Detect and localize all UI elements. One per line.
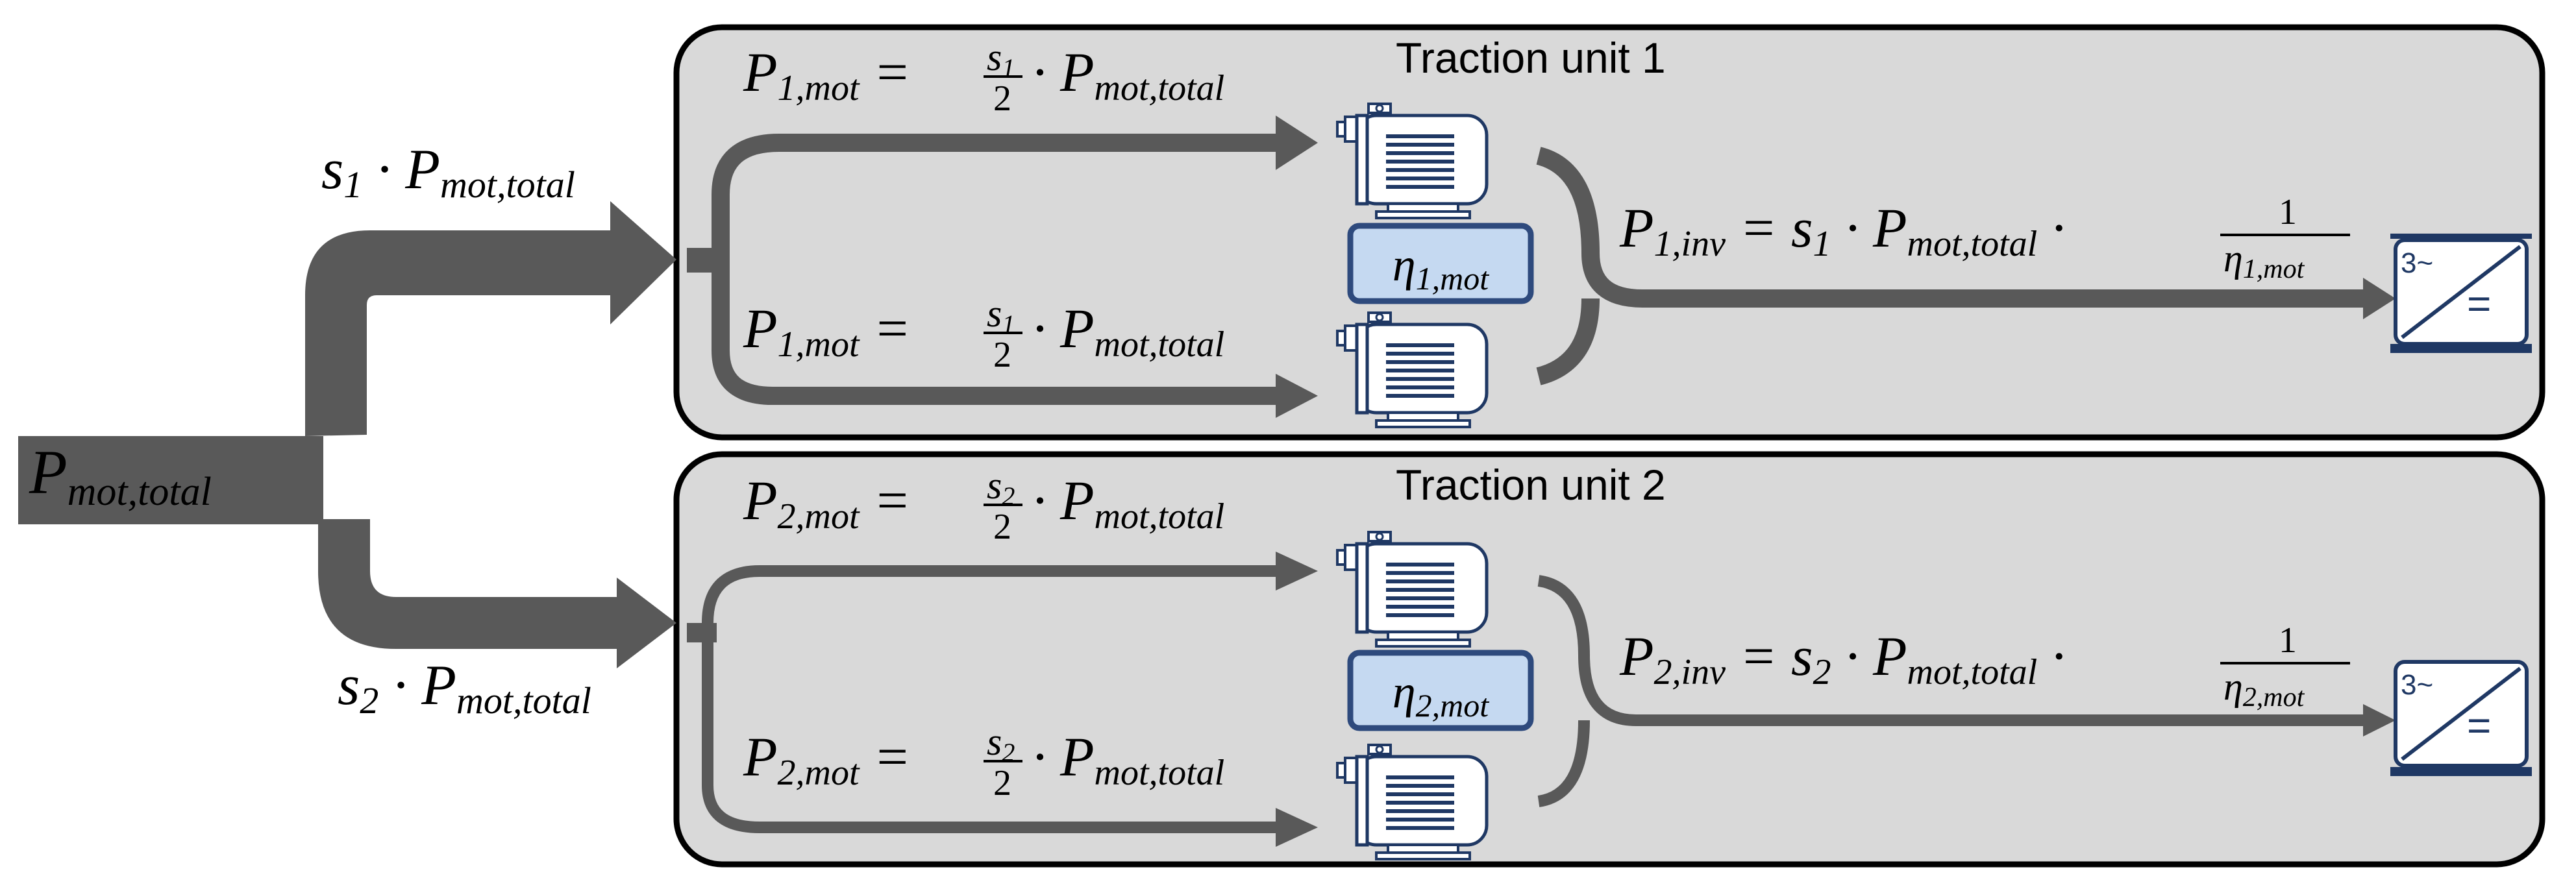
svg-text:s1: s1 bbox=[987, 292, 1015, 339]
svg-text:=: = bbox=[2467, 702, 2491, 749]
unit-1-upper-arrow bbox=[1276, 116, 1318, 170]
inverter-unit-2-icon: 3~ = bbox=[2390, 660, 2532, 776]
efficiency-box-unit-2: η2,mot bbox=[1347, 650, 1534, 731]
efficiency-box-unit-1: η1,mot bbox=[1347, 223, 1534, 304]
svg-text:2: 2 bbox=[993, 507, 1011, 547]
unit-1-lower-motor-power: P1,mot = s1 2 · Pmot,total bbox=[743, 292, 1224, 375]
motor-2b-icon bbox=[1337, 745, 1487, 859]
unit-2-inverter-arrow bbox=[2363, 704, 2396, 737]
motor-1b-icon bbox=[1337, 313, 1487, 427]
traction-unit-2-title: Traction unit 2 bbox=[1396, 461, 1666, 509]
split-flow-lower-arrow bbox=[617, 578, 676, 668]
svg-text:1: 1 bbox=[2279, 192, 2297, 232]
unit-1-flows bbox=[712, 134, 2363, 405]
unit-2-lower-arrow bbox=[1276, 808, 1318, 847]
unit-2-upper-arrow bbox=[1276, 552, 1318, 591]
lower-split-label: s2 · Pmot,total bbox=[338, 654, 591, 722]
svg-text:η2,mot: η2,mot bbox=[2223, 665, 2305, 712]
svg-text:3~: 3~ bbox=[2401, 247, 2433, 279]
upper-split-label: s1 · Pmot,total bbox=[321, 138, 575, 206]
traction-unit-1-panel bbox=[673, 24, 2545, 441]
unit-1-inverter-arrow bbox=[2363, 278, 2396, 319]
split-flow bbox=[305, 230, 623, 436]
svg-text:s2: s2 bbox=[987, 720, 1015, 767]
svg-text:P2,mot =: P2,mot = bbox=[743, 469, 911, 537]
unit-1-flow-entry bbox=[687, 248, 726, 273]
unit-1-lower-arrow bbox=[1276, 374, 1318, 418]
traction-unit-2-panel bbox=[673, 451, 2545, 868]
unit-2-flow-entry bbox=[687, 623, 717, 642]
svg-text:P1,mot =: P1,mot = bbox=[743, 297, 911, 365]
inverter-unit-1-icon: 3~ = bbox=[2390, 234, 2532, 353]
split-flow-upper-arrow bbox=[610, 201, 676, 324]
traction-unit-1-title: Traction unit 1 bbox=[1396, 34, 1666, 82]
split-flow-lower bbox=[318, 519, 630, 649]
motor-1a-icon bbox=[1337, 104, 1487, 218]
motor-2a-icon bbox=[1337, 532, 1487, 646]
input-power-label: Pmot,total bbox=[29, 437, 212, 514]
svg-text:2: 2 bbox=[993, 335, 1011, 375]
svg-text:P2,mot =: P2,mot = bbox=[743, 725, 911, 793]
svg-text:=: = bbox=[2467, 280, 2491, 327]
svg-text:2: 2 bbox=[993, 79, 1011, 119]
svg-text:3~: 3~ bbox=[2401, 669, 2433, 701]
svg-text:η1,mot: η1,mot bbox=[2223, 237, 2305, 284]
svg-text:η1,mot: η1,mot bbox=[1393, 239, 1489, 297]
svg-text:1: 1 bbox=[2279, 620, 2297, 661]
svg-text:2: 2 bbox=[993, 763, 1011, 803]
svg-text:s2: s2 bbox=[987, 464, 1015, 511]
unit-2-flows bbox=[702, 565, 2363, 833]
input-power-block bbox=[18, 436, 323, 524]
svg-text:s1: s1 bbox=[987, 36, 1015, 82]
svg-text:η2,mot: η2,mot bbox=[1393, 666, 1489, 724]
unit-1-upper-motor-power: P1,mot = s1 2 · Pmot,total bbox=[743, 36, 1224, 119]
